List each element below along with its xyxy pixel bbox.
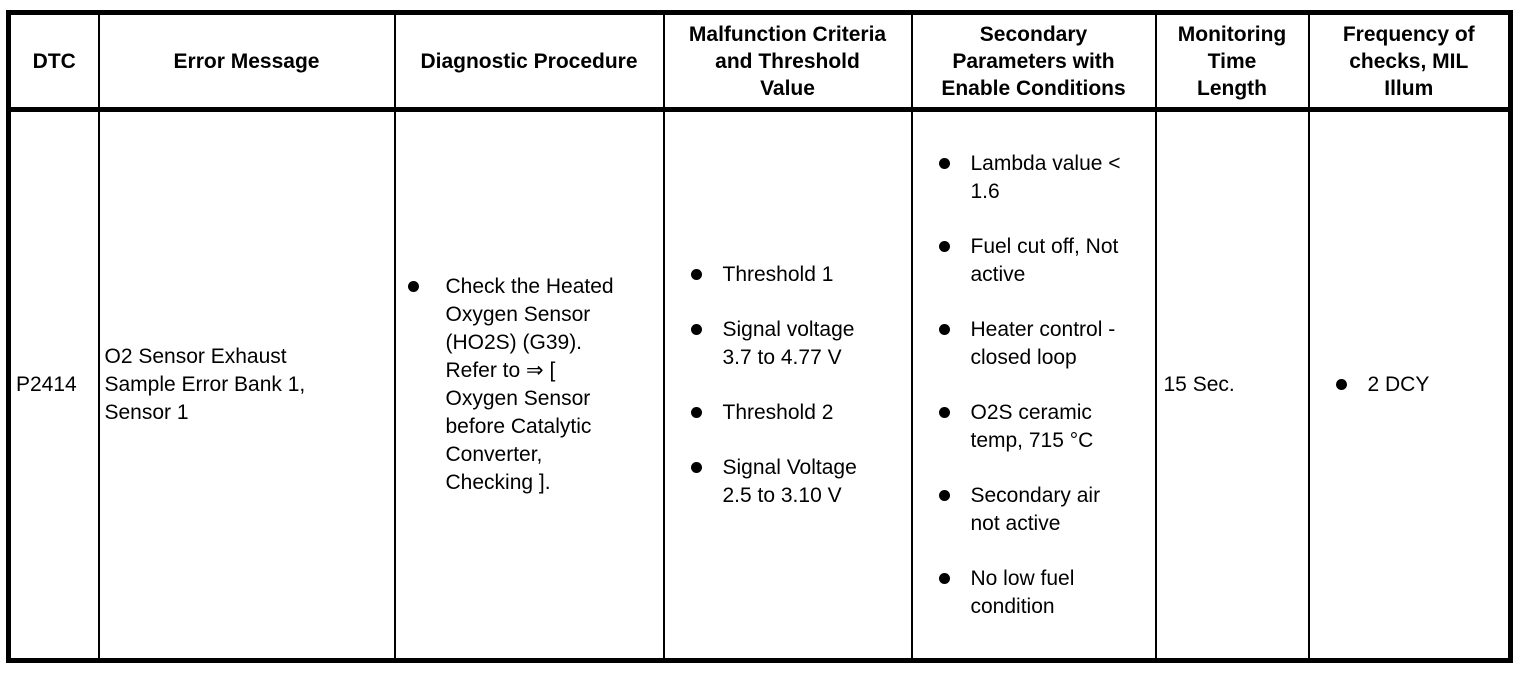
cell-frequency-of-checks: 2 DCY: [1307, 108, 1512, 662]
list-item: Signal Voltage 2.5 to 3.10 V: [690, 454, 910, 510]
list-item-text: No low fuel condition: [970, 566, 1075, 618]
list-item-text: Check the Heated Oxygen Sensor (HO2S) (G…: [445, 275, 614, 494]
col-header-monitoring-time: Monitoring Time Length: [1154, 11, 1310, 112]
list-item-text: Threshold 1: [722, 262, 834, 286]
list-item-text: Threshold 2: [722, 400, 834, 424]
list-item: Threshold 1: [690, 261, 910, 289]
bullet-icon: [938, 489, 950, 501]
dtc-code: P2414: [16, 373, 77, 396]
cell-error-message: O2 Sensor Exhaust Sample Error Bank 1, S…: [97, 108, 396, 662]
cell-secondary-parameters: Lambda value < 1.6 Fuel cut off, Not act…: [910, 108, 1157, 662]
bullet-icon: [1335, 379, 1347, 390]
list-item: Heater control - closed loop: [938, 316, 1154, 372]
list-item-text: O2S ceramic temp, 715 °C: [970, 400, 1094, 452]
header-row: DTC Error Message Diagnostic Procedure M…: [7, 11, 1512, 112]
malfunction-criteria-list: Threshold 1 Signal voltage 3.7 to 4.77 V…: [666, 261, 910, 510]
col-header-malfunction-criteria: Malfunction Criteria and Threshold Value: [662, 11, 913, 112]
list-item: Fuel cut off, Not active: [938, 233, 1154, 289]
col-header-secondary-parameters: Secondary Parameters with Enable Conditi…: [910, 11, 1157, 112]
list-item-text: Fuel cut off, Not active: [970, 234, 1119, 286]
bullet-icon: [690, 323, 702, 335]
list-item-text: 2 DCY: [1367, 373, 1430, 396]
list-item-text: Lambda value < 1.6: [970, 151, 1121, 203]
list-item: No low fuel condition: [938, 565, 1154, 621]
bullet-icon: [938, 240, 950, 252]
col-header-error-message: Error Message: [97, 11, 396, 112]
monitoring-time-text: 15 Sec.: [1163, 373, 1235, 396]
cell-monitoring-time: 15 Sec.: [1154, 108, 1310, 662]
bullet-icon: [938, 323, 950, 335]
list-item: Lambda value < 1.6: [938, 150, 1154, 206]
list-item: Signal voltage 3.7 to 4.77 V: [690, 316, 910, 372]
cell-diagnostic-procedure: Check the Heated Oxygen Sensor (HO2S) (G…: [393, 108, 665, 662]
bullet-icon: [938, 157, 950, 169]
bullet-icon: [690, 406, 702, 418]
bullet-icon: [690, 268, 702, 280]
list-item: Threshold 2: [690, 399, 910, 427]
bullet-icon: [690, 461, 702, 473]
frequency-list: 2 DCY: [1311, 371, 1509, 399]
list-item-text: Heater control - closed loop: [970, 317, 1116, 369]
table-row: P2414 O2 Sensor Exhaust Sample Error Ban…: [7, 108, 1512, 662]
col-header-diagnostic-procedure: Diagnostic Procedure: [393, 11, 665, 112]
list-item: 2 DCY: [1335, 371, 1509, 399]
list-item: O2S ceramic temp, 715 °C: [938, 399, 1154, 455]
list-item-text: Secondary air not active: [970, 483, 1101, 535]
bullet-icon: [407, 281, 419, 292]
cell-malfunction-criteria: Threshold 1 Signal voltage 3.7 to 4.77 V…: [662, 108, 913, 662]
list-item: Secondary air not active: [938, 482, 1154, 538]
list-item-text: Signal voltage 3.7 to 4.77 V: [722, 317, 855, 369]
bullet-icon: [938, 572, 950, 584]
dtc-table: DTC Error Message Diagnostic Procedure M…: [6, 10, 1513, 663]
list-item: Check the Heated Oxygen Sensor (HO2S) (G…: [407, 273, 662, 497]
secondary-parameters-list: Lambda value < 1.6 Fuel cut off, Not act…: [914, 150, 1154, 621]
bullet-icon: [938, 406, 950, 418]
col-header-dtc: DTC: [7, 11, 100, 112]
list-item-text: Signal Voltage 2.5 to 3.10 V: [722, 455, 857, 507]
diagnostic-procedure-list: Check the Heated Oxygen Sensor (HO2S) (G…: [397, 273, 662, 497]
error-message-text: O2 Sensor Exhaust Sample Error Bank 1, S…: [104, 345, 306, 424]
cell-dtc: P2414: [7, 108, 100, 662]
col-header-frequency-of-checks: Frequency of checks, MIL Illum: [1307, 11, 1512, 112]
